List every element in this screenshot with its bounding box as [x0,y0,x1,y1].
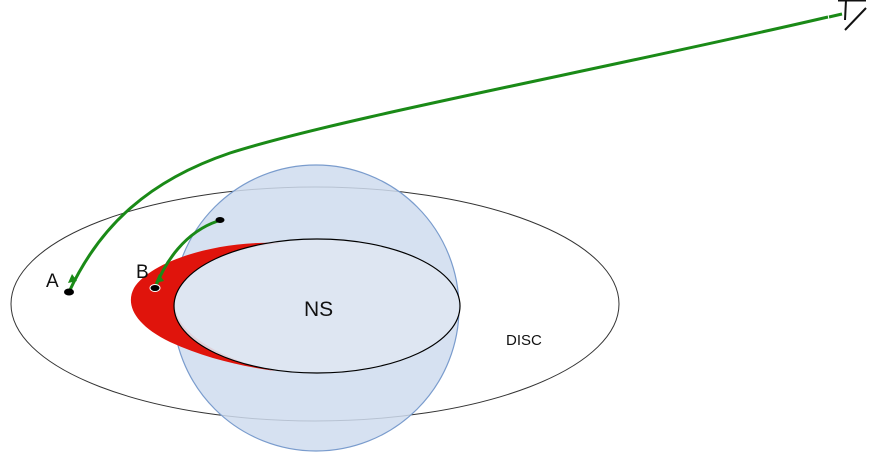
label-disc: DISC [506,332,542,349]
eye-icon [828,0,867,31]
red-crescent-region [130,242,282,371]
endpoint-marker [215,217,225,223]
point-a-marker [64,288,74,296]
label-neutron-star: NS [304,298,333,321]
arrowhead-b [155,274,164,283]
neutron-star-ellipse [173,238,461,374]
label-point-b: B [136,262,149,283]
photon-path-a [67,15,829,293]
point-b-marker [149,284,161,292]
label-point-a: A [46,271,59,292]
arrowhead-a [68,274,77,283]
